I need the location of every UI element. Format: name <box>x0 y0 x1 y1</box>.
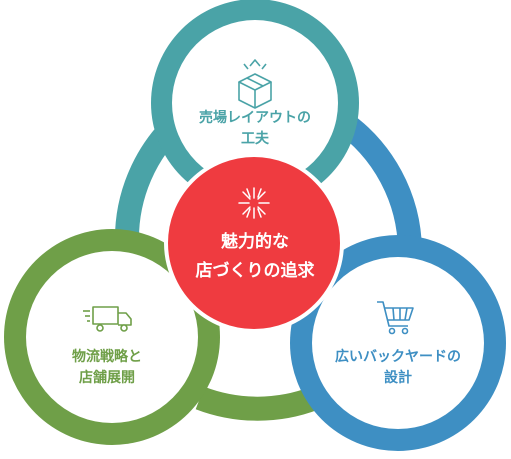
left-label-line1: 物流戦略と <box>72 349 142 365</box>
sparkle-burst-icon <box>238 187 270 219</box>
left-circle <box>4 229 220 445</box>
top-label-line1: 売場レイアウトの <box>199 110 311 126</box>
top-label: 売場レイアウトの 工夫 <box>165 108 345 150</box>
gift-box-icon <box>238 59 272 109</box>
right-label-line2: 設計 <box>384 370 412 386</box>
left-label: 物流戦略と 店舗展開 <box>22 347 192 389</box>
center-circle <box>164 153 344 333</box>
right-label-line1: 広いバックヤードの <box>335 349 461 365</box>
top-label-line2: 工夫 <box>241 131 269 147</box>
right-circle <box>290 235 506 451</box>
shopping-cart-icon <box>377 301 414 335</box>
left-label-line2: 店舗展開 <box>79 370 135 386</box>
center-label-line1: 魅力的な <box>221 232 289 252</box>
outer-ring-green-arc <box>195 386 320 421</box>
center-label: 魅力的な 店づくりの追求 <box>170 228 340 286</box>
right-label: 広いバックヤードの 設計 <box>308 347 488 389</box>
delivery-truck-icon <box>83 306 132 332</box>
center-label-line2: 店づくりの追求 <box>195 261 315 281</box>
